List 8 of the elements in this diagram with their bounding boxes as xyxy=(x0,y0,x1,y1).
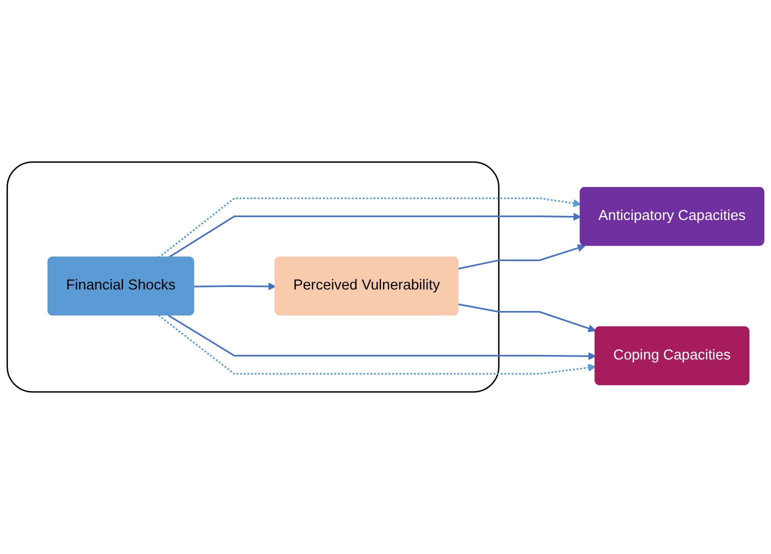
arrow xyxy=(194,282,276,290)
cluster xyxy=(6,161,500,393)
arrow xyxy=(158,314,596,375)
arrow xyxy=(168,212,582,258)
arrow xyxy=(458,304,596,332)
arrow xyxy=(458,244,586,270)
arrow xyxy=(168,314,596,360)
arrow xyxy=(158,197,582,258)
